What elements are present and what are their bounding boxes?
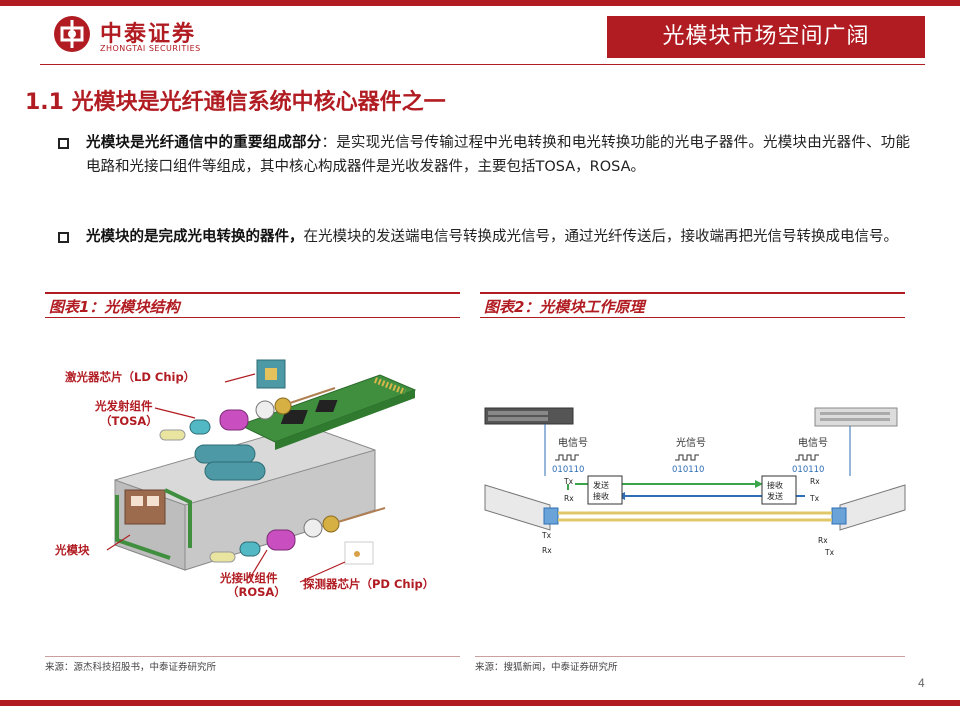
left-optical-module <box>484 484 559 531</box>
figure-1-title: 图表1：光模块结构 <box>49 298 180 316</box>
bullet-bold-lead: 光模块是光纤通信中的重要组成部分 <box>86 135 322 151</box>
left-rx-top: Rx <box>564 494 574 503</box>
figure-1-illustration: 激光器芯片（LD Chip） 光发射组件 （TOSA） 光模块 光接收组件 （R… <box>45 330 460 650</box>
bits-left: 010110 <box>552 465 584 475</box>
section-title: 1.1 光模块是光纤通信系统中核心器件之一 <box>25 90 446 115</box>
exploded-tosa <box>159 359 336 441</box>
left-switch-device <box>484 407 574 425</box>
label-module: 光模块 <box>54 543 90 557</box>
left-box-recv: 接收 <box>593 491 609 501</box>
bits-middle: 010110 <box>672 465 704 475</box>
fiber-cables <box>558 511 832 522</box>
logo-chinese-name: 中泰证券 <box>100 22 197 47</box>
waveform-icons <box>555 454 819 461</box>
bits-right: 010110 <box>792 465 824 475</box>
figure-1-source: 来源：源杰科技招股书，中泰证券研究所 <box>45 656 460 673</box>
logo-mark-icon <box>54 16 90 52</box>
label-electrical-right: 电信号 <box>798 436 828 449</box>
left-tx-top: Tx <box>563 477 574 486</box>
label-electrical-left: 电信号 <box>558 436 588 449</box>
top-accent-bar <box>0 0 960 6</box>
right-tx-top: Tx <box>809 494 820 503</box>
right-optical-module <box>831 484 906 531</box>
tosa-rosa-cylinders <box>194 444 266 481</box>
optical-module-structure-diagram: 激光器芯片（LD Chip） 光发射组件 （TOSA） 光模块 光接收组件 （R… <box>54 359 434 599</box>
figure-2-illustration: 电信号 光信号 电信号 010110 010110 010110 发送 接收 接… <box>480 380 910 580</box>
page-banner-title: 光模块市场空间广阔 <box>607 16 925 58</box>
left-transceiver-box: 发送 接收 <box>587 475 623 505</box>
figure-2-title: 图表2：光模块工作原理 <box>484 298 645 316</box>
left-box-send: 发送 <box>593 480 609 490</box>
figure-1-header: 图表1：光模块结构 <box>45 292 460 318</box>
right-box-recv: 接收 <box>767 480 783 490</box>
bullet-text: 光模块的是完成光电转换的器件，在光模块的发送端电信号转换成光信号，通过光纤传送后… <box>86 225 910 249</box>
exploded-rosa <box>209 507 386 565</box>
label-tosa-line1: 光发射组件 <box>94 399 153 413</box>
logo-english-name: ZHONGTAI SECURITIES <box>100 44 201 53</box>
pcb-board <box>238 374 417 450</box>
label-optical: 光信号 <box>676 436 706 449</box>
bullet-item: 光模块的是完成光电转换的器件，在光模块的发送端电信号转换成光信号，通过光纤传送后… <box>58 225 910 249</box>
bullet-square-icon <box>58 232 69 243</box>
bullet-square-icon <box>58 138 69 149</box>
label-rosa-line1: 光接收组件 <box>219 571 278 585</box>
right-transceiver-box: 接收 发送 <box>761 475 797 505</box>
figure-2-source: 来源：搜狐新闻，中泰证券研究所 <box>475 656 905 673</box>
label-ld-chip: 激光器芯片（LD Chip） <box>65 370 195 384</box>
module-housing <box>114 424 376 571</box>
bullet-text: 光模块是光纤通信中的重要组成部分：是实现光信号传输过程中光电转换和电光转换功能的… <box>86 131 910 179</box>
bullet-bold-lead: 光模块的是完成光电转换的器件， <box>86 229 304 245</box>
label-tosa-line2: （TOSA） <box>100 414 158 428</box>
right-tx-bottom: Tx <box>824 548 835 557</box>
bottom-accent-bar <box>0 700 960 706</box>
left-tx-bottom: Tx <box>541 531 552 540</box>
bullet-item: 光模块是光纤通信中的重要组成部分：是实现光信号传输过程中光电转换和电光转换功能的… <box>58 131 910 179</box>
bullet-body: 在光模块的发送端电信号转换成光信号，通过光纤传送后，接收端再把光信号转换成电信号… <box>303 229 899 245</box>
right-box-send: 发送 <box>767 491 783 501</box>
figure-2-header: 图表2：光模块工作原理 <box>480 292 905 318</box>
page-number: 4 <box>918 676 925 690</box>
right-rx-top: Rx <box>810 477 820 486</box>
right-server-device <box>814 407 898 427</box>
bullet-body: ：是实现光信号传输过程中光电转换和电光转换功能的光电子器件。光模块由光器件、功能… <box>86 135 911 175</box>
callout-lines <box>106 373 346 583</box>
label-rosa-line2: （ROSA） <box>227 585 286 599</box>
optical-module-principle-diagram: 电信号 光信号 电信号 010110 010110 010110 发送 接收 接… <box>484 407 906 557</box>
label-pd-chip: 探测器芯片（PD Chip） <box>303 577 434 591</box>
left-rx-bottom: Rx <box>542 546 552 555</box>
right-rx-bottom: Rx <box>818 536 828 545</box>
company-logo: 中泰证券 ZHONGTAI SECURITIES <box>52 14 222 56</box>
header-divider <box>40 64 925 65</box>
